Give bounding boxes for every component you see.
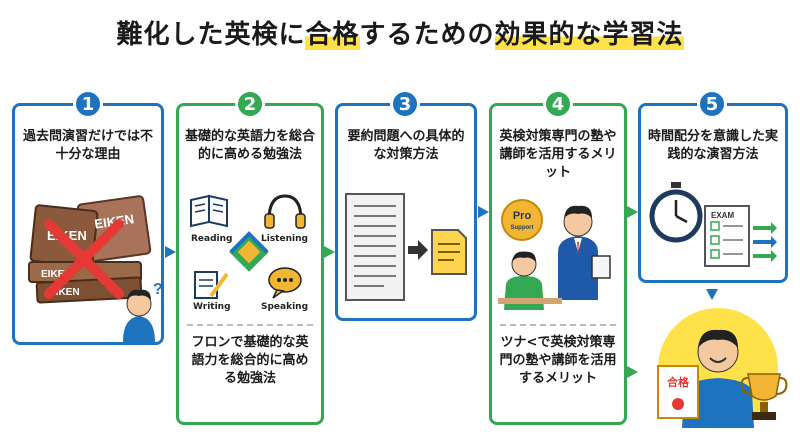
step-4-text: 英検対策専門の塾や講師を活用するメリット xyxy=(499,129,617,180)
title-prefix: 難化した英検に xyxy=(116,20,306,50)
title-middle: するための xyxy=(359,20,495,50)
pro-badge-bottom: Support xyxy=(511,225,534,231)
arrow-right-icon xyxy=(478,206,489,218)
step-badge-4: 4 xyxy=(543,89,573,119)
cross-icon xyxy=(44,219,124,299)
title-highlight-method: 効果的な学習法 xyxy=(494,20,684,50)
exam-label: EXAM xyxy=(711,211,734,220)
divider xyxy=(500,324,616,326)
arrow-right-icon xyxy=(408,240,428,260)
speech-bubble-icon xyxy=(268,267,302,299)
book-label-4: EIKEN xyxy=(49,287,80,298)
teacher-icon xyxy=(558,205,611,300)
trophy-icon xyxy=(740,373,788,420)
title-highlight-pass: 合格 xyxy=(305,20,360,50)
headphones-icon xyxy=(264,194,306,229)
stopwatch-icon xyxy=(649,182,703,243)
success-illustration: 合格 xyxy=(657,308,788,428)
skill-label-speaking: Speaking xyxy=(261,302,309,312)
question-mark: ? xyxy=(153,281,163,298)
skill-label-writing: Writing xyxy=(193,302,231,312)
tutor-illustration: Pro Support xyxy=(498,199,611,310)
four-skills-illustration xyxy=(190,194,306,299)
step-card-2: 基礎的な英語力を総合的に高める勉強法 xyxy=(176,103,324,425)
book-label-2: EIKEN xyxy=(94,211,135,231)
step-1-text: 過去問演習だけでは不十分な理由 xyxy=(22,129,153,162)
step-card-5: 時間配分を意識した実践的な演習方法 EXAM xyxy=(638,103,788,283)
arrow-right-icon xyxy=(165,246,176,258)
book-label-3: EIKEN xyxy=(41,269,72,280)
exam-paper-icon xyxy=(704,205,750,267)
pass-label: 合格 xyxy=(667,375,690,389)
long-document-icon xyxy=(345,193,405,301)
short-document-icon xyxy=(431,229,467,275)
step-4-subtext: ツナ<で英検対策専門の塾や講師を活用するメリット xyxy=(499,335,617,386)
step-2-subtext: フロンで基礎的な英語力を総合的に高める勉強法 xyxy=(191,335,309,386)
step-card-3: 要約問題への具体的な対策方法 xyxy=(335,103,477,321)
arrow-right-icon xyxy=(627,206,638,218)
step-badge-5: 5 xyxy=(697,89,727,119)
step-2-text: 基礎的な英語力を総合的に高める勉強法 xyxy=(185,129,316,162)
arrow-right-icon xyxy=(324,246,335,258)
step-badge-1: 1 xyxy=(73,89,103,119)
step-3-text: 要約問題への具体的な対策方法 xyxy=(347,129,465,162)
timed-exam-illustration: EXAM xyxy=(649,182,777,267)
books-crossed-illustration: EIKEN EIKEN EIKEN EIKEN ? xyxy=(28,195,163,342)
skill-label-listening: Listening xyxy=(261,234,308,244)
divider xyxy=(187,324,313,326)
step-card-4: 英検対策専門の塾や講師を活用するメリット Pro Support ツナ<で英検対… xyxy=(489,103,627,425)
page-title: 難化した英検に合格するための効果的な学習法 xyxy=(0,14,800,51)
open-book-icon xyxy=(190,194,228,228)
skill-label-reading: Reading xyxy=(191,234,233,244)
happy-student-icon xyxy=(682,329,754,428)
student-icon xyxy=(498,251,562,310)
arrow-down-icon xyxy=(706,289,718,300)
arrow-right-icon xyxy=(627,366,638,378)
summary-illustration xyxy=(345,193,467,301)
certificate-icon xyxy=(657,365,699,419)
pro-badge-icon xyxy=(501,199,543,241)
step-5-text: 時間配分を意識した実践的な演習方法 xyxy=(647,129,778,162)
progress-arrows-icon xyxy=(753,222,777,262)
step-card-1: 過去問演習だけでは不十分な理由 EIKEN EIKEN EIKEN EIKEN … xyxy=(12,103,164,345)
step-badge-2: 2 xyxy=(235,89,265,119)
step-badge-3: 3 xyxy=(390,89,420,119)
pro-badge-top: Pro xyxy=(513,210,532,222)
pencil-paper-icon xyxy=(194,271,229,299)
thinking-student-icon xyxy=(123,289,155,342)
